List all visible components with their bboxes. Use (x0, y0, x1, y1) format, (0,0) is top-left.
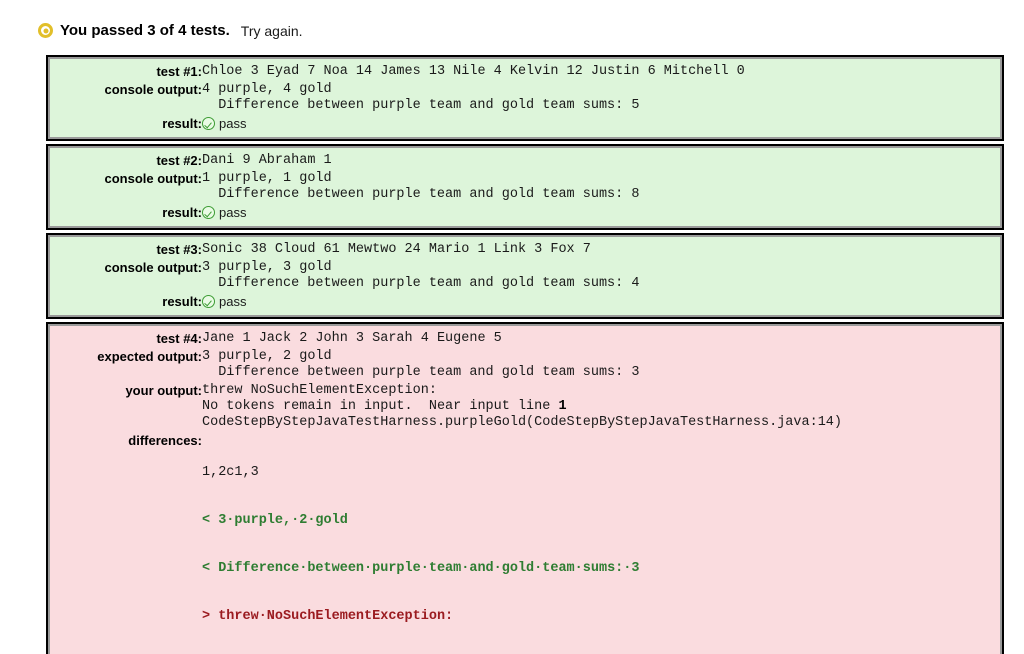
diff-line-header: 1,2c1,3 (202, 465, 259, 480)
test-input-value: Dani 9 Abraham 1 (202, 153, 332, 168)
test-results-list: test #1: Chloe 3 Eyad 7 Noa 14 James 13 … (46, 55, 1004, 654)
test-block: test #2: Dani 9 Abraham 1 console output… (46, 144, 1004, 230)
output-line: 1 purple, 1 gold (202, 171, 332, 186)
output-line: Difference between purple team and gold … (218, 276, 640, 291)
result-text: pass (219, 116, 247, 131)
results-headline: You passed 3 of 4 tests. (60, 22, 230, 39)
result-text: pass (219, 294, 247, 309)
test-block: test #4: Jane 1 Jack 2 John 3 Sarah 4 Eu… (46, 322, 1004, 654)
result-value: pass (202, 115, 1000, 132)
result-label: result: (162, 294, 202, 309)
differences-row: differences: 1,2c1,3 < 3·purple,·2·gold … (50, 432, 1000, 654)
output-line: 3 purple, 3 gold (202, 260, 332, 275)
test-block: test #1: Chloe 3 Eyad 7 Noa 14 James 13 … (46, 55, 1004, 141)
test-input-row: test #3: Sonic 38 Cloud 61 Mewtwo 24 Mar… (50, 241, 1000, 259)
test-result-row: result: pass (50, 204, 1000, 221)
your-output-line: threw NoSuchElementException: (202, 383, 437, 398)
output-line: Difference between purple team and gold … (218, 98, 640, 113)
pass-check-icon (202, 295, 215, 308)
your-output-line-text: No tokens remain in input. Near input li… (202, 399, 559, 414)
diff-line-removed: < 3·purple,·2·gold (202, 513, 348, 528)
pass-check-icon (202, 206, 215, 219)
your-output-row: your output: threw NoSuchElementExceptio… (50, 382, 1000, 432)
test-input-value: Sonic 38 Cloud 61 Mewtwo 24 Mario 1 Link… (202, 242, 591, 257)
expected-output-label: expected output: (97, 349, 202, 364)
diff-line-added: > threw·NoSuchElementException: (202, 609, 454, 624)
test-input-value: Jane 1 Jack 2 John 3 Sarah 4 Eugene 5 (202, 331, 502, 346)
expected-line: Difference between purple team and gold … (218, 365, 640, 380)
test-input-row: test #2: Dani 9 Abraham 1 (50, 152, 1000, 170)
your-output-line: CodeStepByStepJavaTestHarness.purpleGold… (202, 415, 843, 430)
console-output-label: console output: (104, 82, 203, 97)
test-input-row: test #1: Chloe 3 Eyad 7 Noa 14 James 13 … (50, 63, 1000, 81)
results-subtext: Try again. (240, 22, 303, 39)
result-label: result: (162, 116, 202, 131)
test-name-label: test #1: (156, 64, 202, 79)
expected-line: 3 purple, 2 gold (202, 349, 332, 364)
test-input-row: test #4: Jane 1 Jack 2 John 3 Sarah 4 Eu… (50, 330, 1000, 348)
your-output-value: threw NoSuchElementException:No tokens r… (202, 382, 1000, 432)
result-label: result: (162, 205, 202, 220)
test-name-label: test #3: (156, 242, 202, 257)
line-number-bold: 1 (558, 399, 567, 414)
output-line: 4 purple, 4 gold (202, 82, 332, 97)
result-text: pass (219, 205, 247, 220)
test-name-label: test #2: (156, 153, 202, 168)
target-circle-icon (38, 23, 53, 38)
test-result-row: result: pass (50, 293, 1000, 310)
test-block: test #3: Sonic 38 Cloud 61 Mewtwo 24 Mar… (46, 233, 1004, 319)
test-result-row: result: pass (50, 115, 1000, 132)
console-output-label: console output: (104, 171, 203, 186)
diff-line-removed: < Difference·between·purple·team·and·gol… (202, 561, 640, 576)
pass-check-icon (202, 117, 215, 130)
console-output-label: console output: (104, 260, 203, 275)
test-name-label: test #4: (156, 331, 202, 346)
your-output-line: No tokens remain in input. Near input li… (202, 399, 1000, 415)
test-input-value: Chloe 3 Eyad 7 Noa 14 James 13 Nile 4 Ke… (202, 64, 745, 79)
result-value: pass (202, 293, 1000, 310)
output-line: Difference between purple team and gold … (218, 187, 640, 202)
your-output-label: your output: (125, 383, 202, 398)
results-banner: You passed 3 of 4 tests. Try again. (38, 22, 303, 39)
result-value: pass (202, 204, 1000, 221)
differences-label: differences: (128, 433, 202, 448)
differences-value: 1,2c1,3 < 3·purple,·2·gold < Difference·… (202, 432, 1000, 654)
